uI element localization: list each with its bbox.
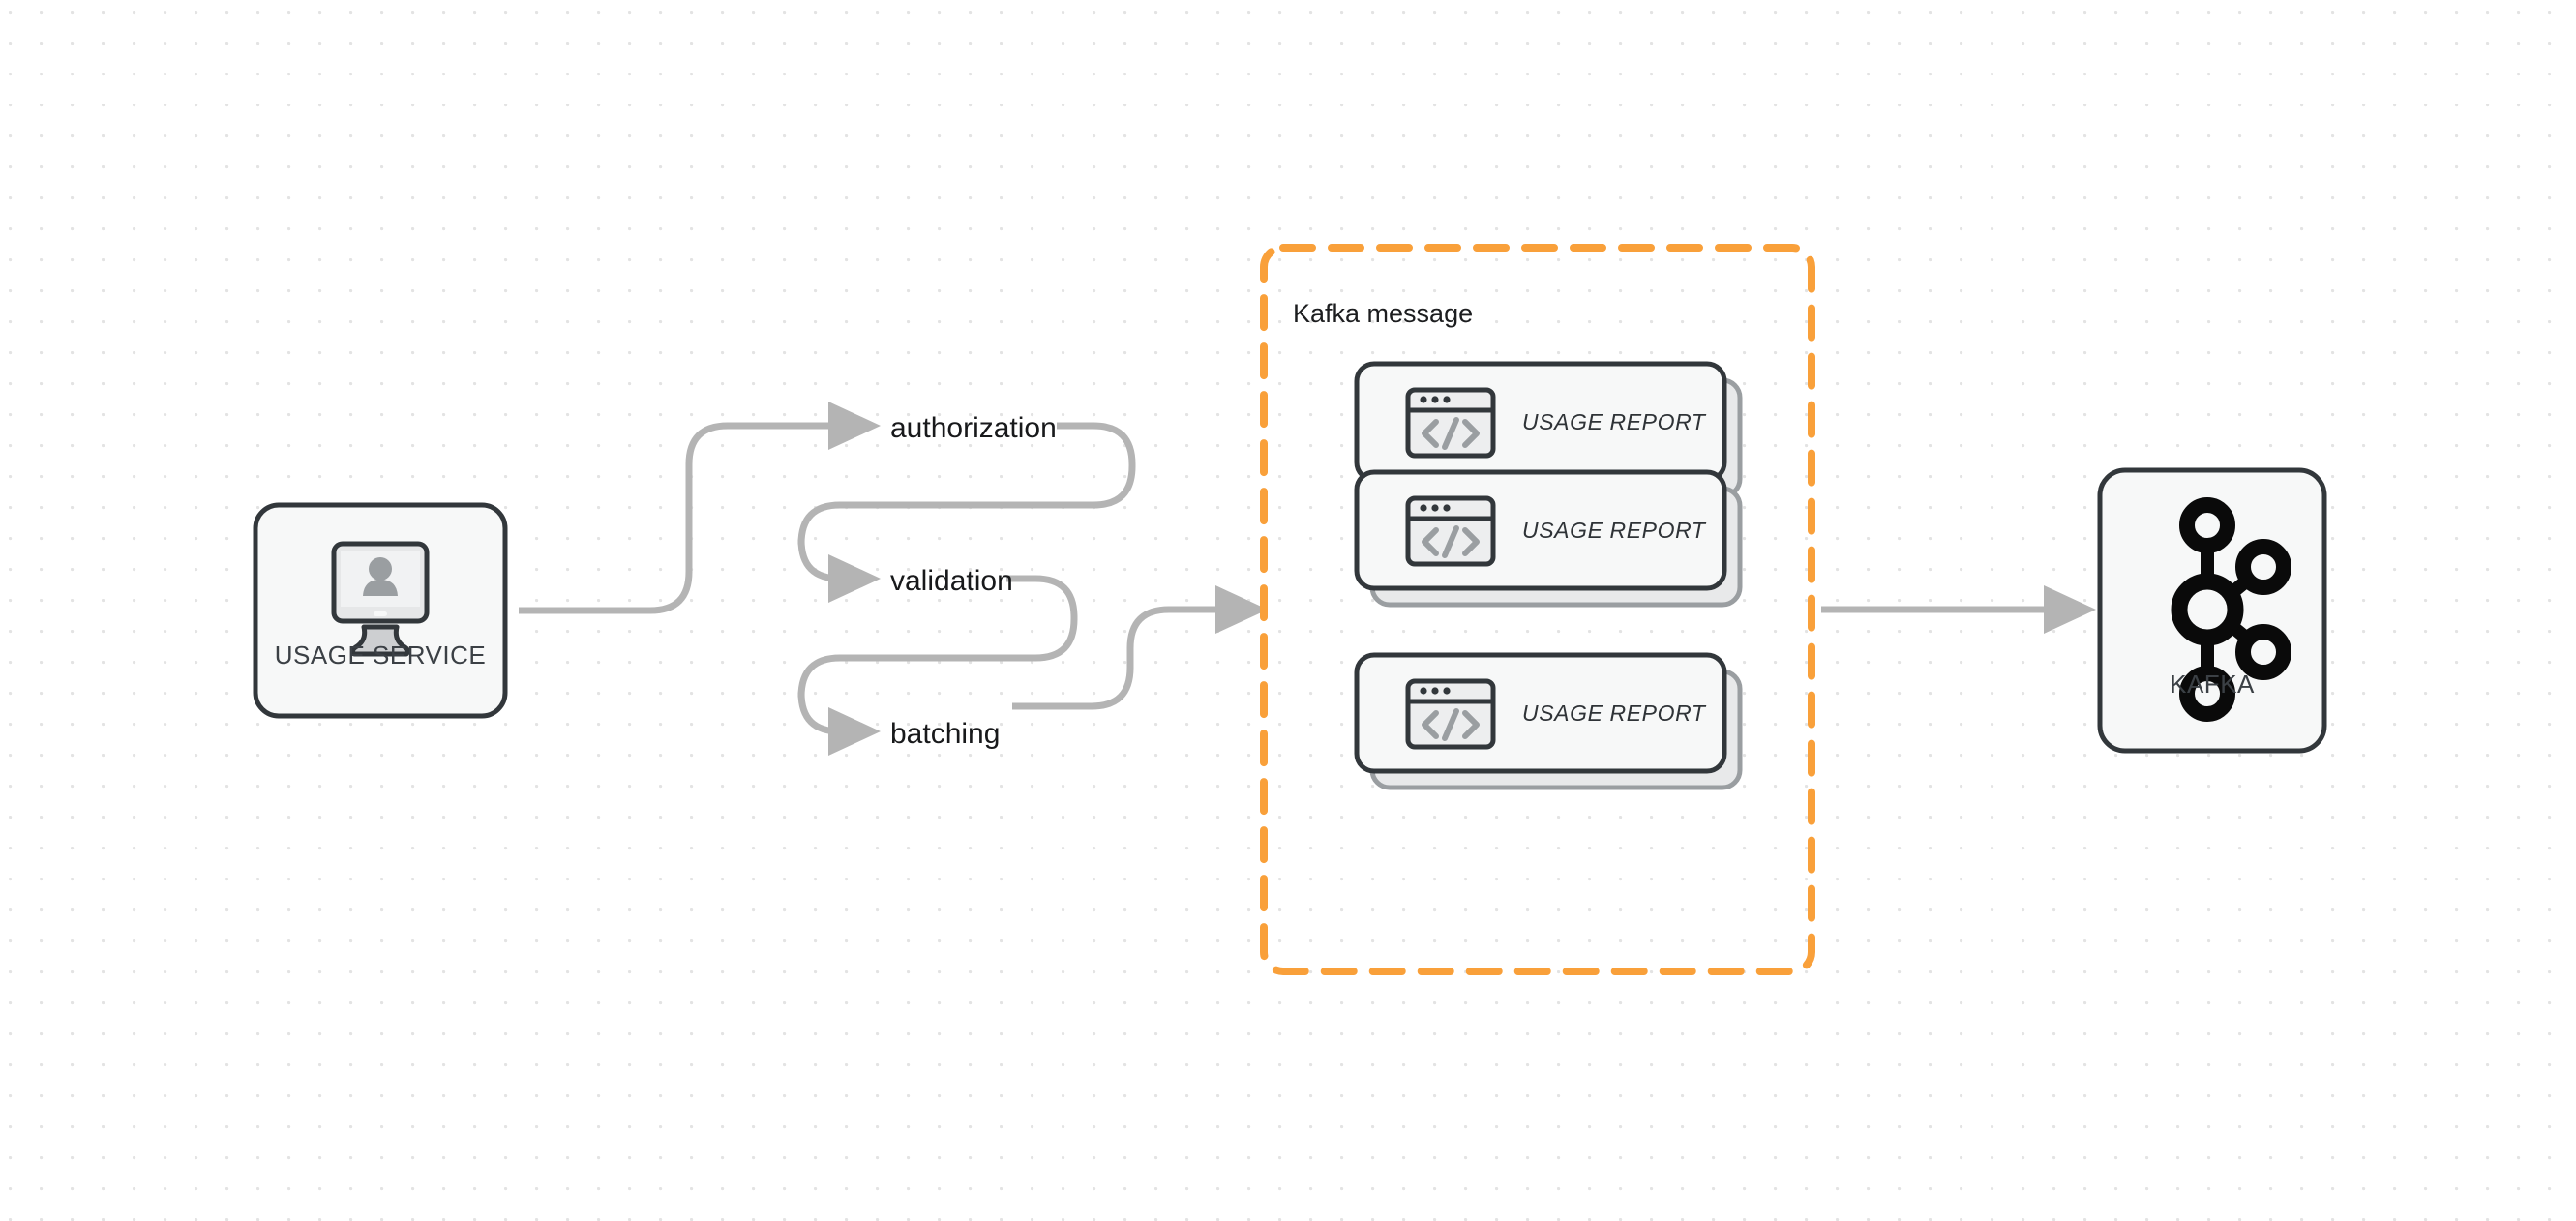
code-window-icon [1405,495,1496,567]
pipeline-step-validation[interactable]: validation [890,565,1013,597]
usage-report-card-label: USAGE REPORT [1522,700,1707,726]
usage-report-card-label: USAGE REPORT [1522,518,1707,543]
pipeline-step-batching[interactable]: batching [890,718,1000,750]
connector-batching-to-kafka-message [1012,585,1268,710]
connector-validation-to-batching [797,575,1078,756]
usage-service-label: USAGE SERVICE [275,640,486,670]
kafka-logo-icon [2171,497,2291,722]
kafka-label: KAFKA [2170,670,2255,699]
arrowhead-kafka-message [1215,585,1268,634]
arrowhead-kafka [2044,585,2096,634]
connector-kafka-message-to-kafka [1821,585,2096,634]
arrowhead-batching [828,707,881,756]
group-kafka-message[interactable]: Kafka message USAGE REPORT [1260,244,1815,975]
usage-report-card[interactable]: USAGE REPORT [1354,652,1743,790]
usage-report-card[interactable]: USAGE REPORT [1354,469,1743,608]
node-kafka[interactable]: KAFKA [2097,467,2327,754]
connector-authorization-to-validation [797,422,1136,603]
code-window-icon [1405,387,1496,459]
code-window-icon [1405,678,1496,750]
kafka-message-title: Kafka message [1293,299,1473,328]
arrowhead-validation [828,554,881,603]
monitor-user-icon [331,541,430,657]
arrowhead-authorization [828,402,881,450]
kafka-message-border [1260,244,1815,975]
node-usage-service[interactable]: USAGE SERVICE [253,502,508,719]
usage-report-card-label: USAGE REPORT [1522,409,1707,434]
connector-usage-service-to-authorization [519,402,881,614]
usage-report-card[interactable]: USAGE REPORT [1354,361,1743,499]
pipeline-step-authorization[interactable]: authorization [890,412,1057,444]
